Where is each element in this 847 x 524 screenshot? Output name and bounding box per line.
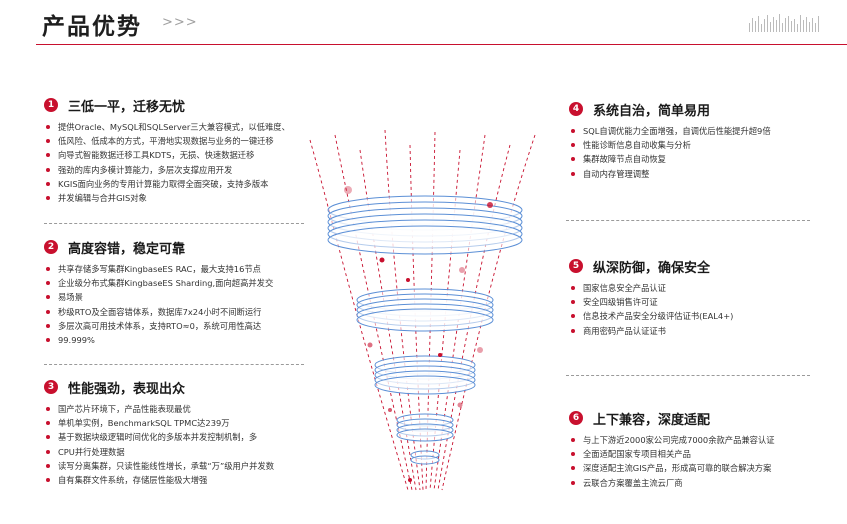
list-item: 单机单实例，BenchmarkSQL TPMC达239万 xyxy=(44,416,334,430)
section-autonomy: 4 系统自治，简单易用 SQL自调优能力全面增强，自调优后性能提升超9倍 性能诊… xyxy=(569,100,829,181)
list-item: 信息技术产品安全分级评估证书(EAL4+) xyxy=(569,309,829,323)
section-migration: 1 三低一平，迁移无忧 提供Oracle、MySQL和SQLServer三大兼容… xyxy=(44,96,324,205)
section-number-badge: 3 xyxy=(44,380,58,394)
section-divider xyxy=(566,375,810,376)
list-item: 秒级RTO及全面容错体系，数据库7x24小时不间断运行 xyxy=(44,305,324,319)
list-item: 多层次高可用技术体系，支持RTO≈0，系统可用性高达 xyxy=(44,319,324,333)
section-number-badge: 1 xyxy=(44,98,58,112)
section-list: 国家信息安全产品认证 安全四级销售许可证 信息技术产品安全分级评估证书(EAL4… xyxy=(569,281,829,338)
list-item: 并发编辑与合并GIS对象 xyxy=(44,191,324,205)
list-item: 自有集群文件系统，存储层性能极大增强 xyxy=(44,473,334,487)
section-list: 国产芯片环境下，产品性能表现最优 单机单实例，BenchmarkSQL TPMC… xyxy=(44,402,334,487)
chevrons-decoration: >>> xyxy=(162,15,198,30)
section-list: SQL自调优能力全面增强，自调优后性能提升超9倍 性能诊断信息自动收集与分析 集… xyxy=(569,124,829,181)
list-item: 易场景 xyxy=(44,290,324,304)
section-divider xyxy=(566,220,810,221)
list-item: 深度适配主流GIS产品，形成高可靠的联合解决方案 xyxy=(569,461,839,475)
section-security: 5 纵深防御，确保安全 国家信息安全产品认证 安全四级销售许可证 信息技术产品安… xyxy=(569,257,829,338)
funnel-illustration xyxy=(309,129,536,491)
list-item: 提供Oracle、MySQL和SQLServer三大兼容模式，以低难度、 xyxy=(44,120,324,134)
section-number-badge: 5 xyxy=(569,259,583,273)
section-list: 共享存储多写集群KingbaseES RAC，最大支持16节点 企业级分布式集群… xyxy=(44,262,324,347)
list-item: 低风险、低成本的方式，平滑地实现数据与业务的一键迁移 xyxy=(44,134,324,148)
section-fault-tolerance: 2 高度容错，稳定可靠 共享存储多写集群KingbaseES RAC，最大支持1… xyxy=(44,238,324,347)
list-item: 云联合方案覆盖主流云厂商 xyxy=(569,476,839,490)
section-compatibility: 6 上下兼容，深度适配 与上下游近2000家公司完成7000余款产品兼容认证 全… xyxy=(569,409,839,490)
list-item: 与上下游近2000家公司完成7000余款产品兼容认证 xyxy=(569,433,839,447)
list-item: 国产芯片环境下，产品性能表现最优 xyxy=(44,402,334,416)
section-title: 性能强劲，表现出众 xyxy=(68,381,186,397)
section-number-badge: 4 xyxy=(569,102,583,116)
page-title: 产品优势 xyxy=(42,14,142,40)
section-number-badge: 2 xyxy=(44,240,58,254)
section-list: 与上下游近2000家公司完成7000余款产品兼容认证 全面适配国家专项目相关产品… xyxy=(569,433,839,490)
list-item: 国家信息安全产品认证 xyxy=(569,281,829,295)
funnel-dots xyxy=(344,186,493,482)
section-title: 高度容错，稳定可靠 xyxy=(68,241,186,257)
section-number-badge: 6 xyxy=(569,411,583,425)
header-rule xyxy=(36,44,847,45)
section-title: 系统自治，简单易用 xyxy=(593,103,711,119)
section-performance: 3 性能强劲，表现出众 国产芯片环境下，产品性能表现最优 单机单实例，Bench… xyxy=(44,378,334,487)
list-item: 基于数据块级逻辑时间优化的多版本并发控制机制，多 xyxy=(44,430,334,444)
barcode-decoration-icon xyxy=(749,14,819,32)
funnel-rings xyxy=(327,195,523,465)
section-title: 三低一平，迁移无忧 xyxy=(68,99,186,115)
list-item: 99.999% xyxy=(44,333,324,347)
list-item: SQL自调优能力全面增强，自调优后性能提升超9倍 xyxy=(569,124,829,138)
list-item: 读写分离集群，只读性能线性增长，承载“万”级用户并发数 xyxy=(44,459,334,473)
list-item: 性能诊断信息自动收集与分析 xyxy=(569,138,829,152)
list-item: 集群故障节点自动恢复 xyxy=(569,152,829,166)
section-title: 上下兼容，深度适配 xyxy=(593,412,711,428)
list-item: KGIS面向业务的专用计算能力取得全面突破，支持多版本 xyxy=(44,177,324,191)
list-item: 安全四级销售许可证 xyxy=(569,295,829,309)
section-title: 纵深防御，确保安全 xyxy=(593,260,711,276)
section-divider xyxy=(44,223,304,224)
list-item: 向导式智能数据迁移工具KDTS，无损、快速数据迁移 xyxy=(44,148,324,162)
list-item: 共享存储多写集群KingbaseES RAC，最大支持16节点 xyxy=(44,262,324,276)
list-item: 强劲的库内多模计算能力，多层次支撑应用开发 xyxy=(44,163,324,177)
section-list: 提供Oracle、MySQL和SQLServer三大兼容模式，以低难度、 低风险… xyxy=(44,120,324,205)
list-item: 全面适配国家专项目相关产品 xyxy=(569,447,839,461)
list-item: CPU并行处理数据 xyxy=(44,445,334,459)
list-item: 商用密码产品认证证书 xyxy=(569,324,829,338)
list-item: 企业级分布式集群KingbaseES Sharding,面向超高并发交 xyxy=(44,276,324,290)
section-divider xyxy=(44,364,304,365)
header: 产品优势 >>> xyxy=(0,0,847,46)
list-item: 自动内存管理调整 xyxy=(569,167,829,181)
